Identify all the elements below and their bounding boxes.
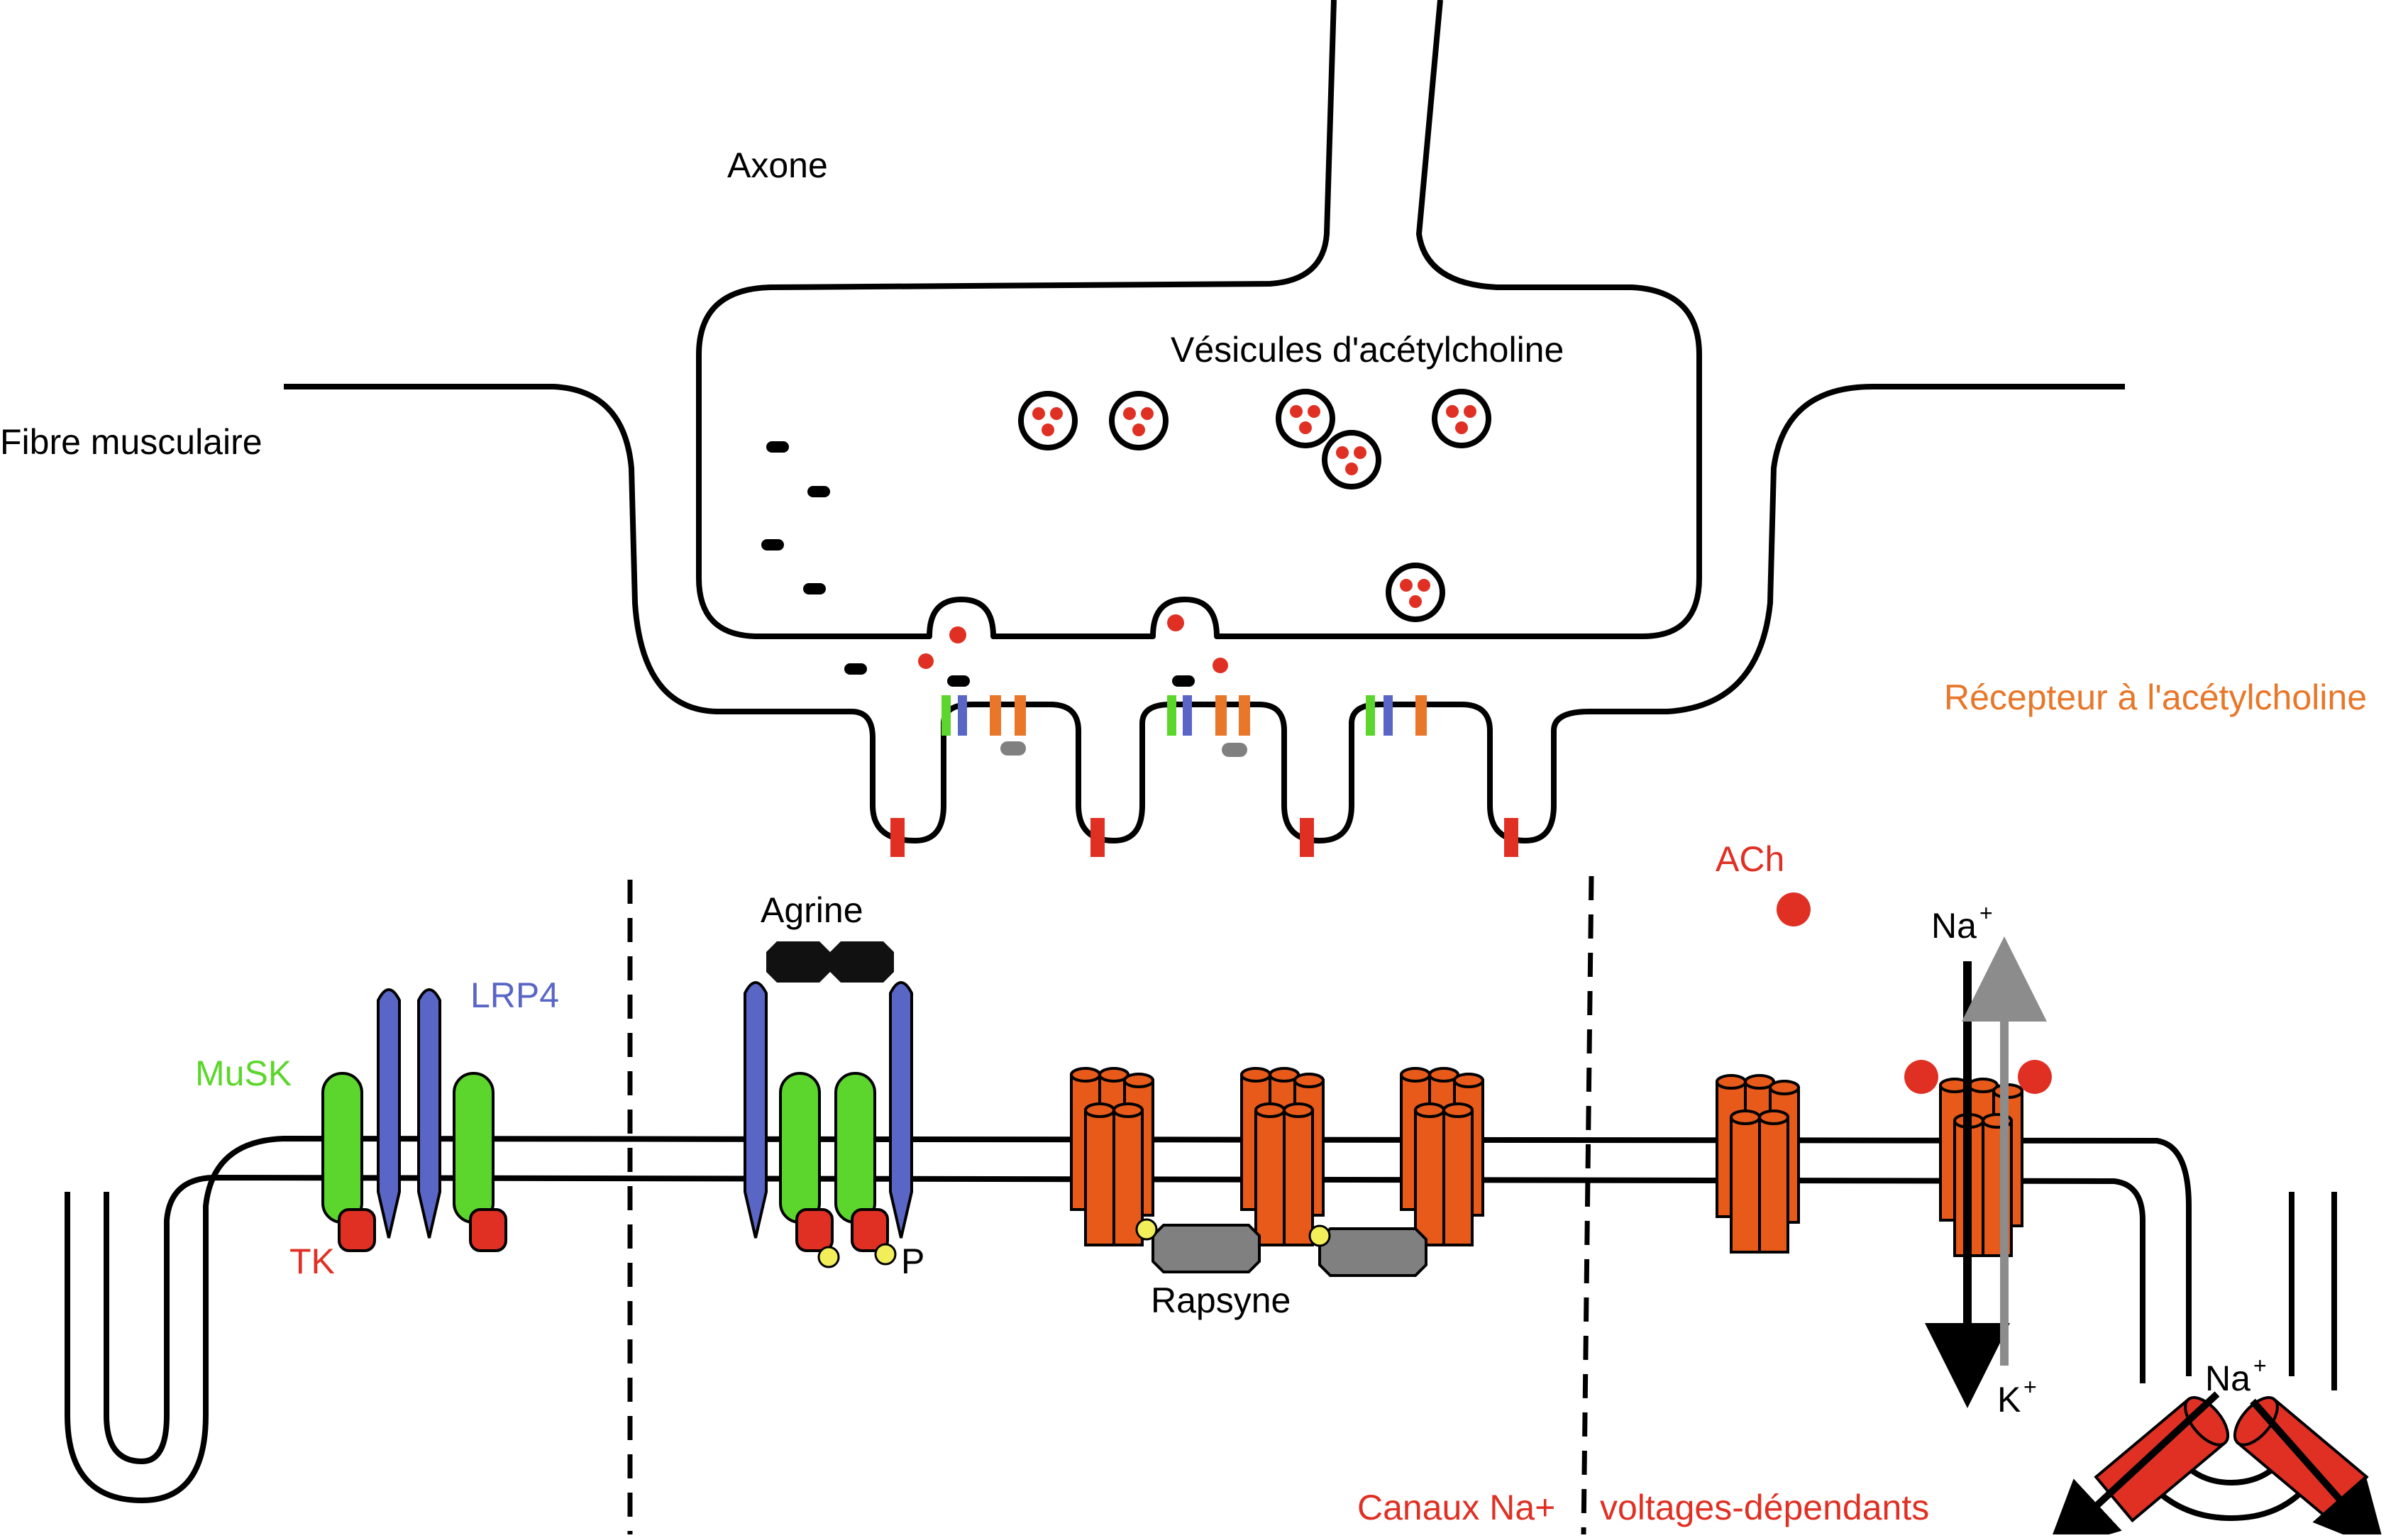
- arrow-icon: [1925, 936, 2047, 1408]
- achr-subunit: [1254, 1109, 1286, 1246]
- agrine-complex: [744, 941, 913, 1268]
- vesicle-icon: [1109, 391, 1169, 450]
- ach-label: ACh: [1716, 839, 1784, 879]
- muscle-fibre-membrane: [284, 384, 2125, 843]
- agrine-dashes: [761, 441, 1195, 687]
- fibre-musculaire-label: Fibre musculaire: [0, 422, 263, 462]
- achr-subunit-top: [1283, 1102, 1314, 1118]
- achr-subunit: [1112, 1109, 1144, 1246]
- ach-molecules: [918, 614, 1228, 673]
- ach-molecule-icon: [1777, 892, 2052, 1094]
- axon-terminal: [696, 0, 1702, 639]
- achr-subunit-top: [1442, 1102, 1474, 1118]
- achr-subunit-top: [1112, 1102, 1144, 1118]
- achr-subunit: [1283, 1109, 1314, 1246]
- achr-subunit-top: [1400, 1067, 1431, 1083]
- achr-channel-icon: [1400, 1067, 1484, 1246]
- achr-subunit: [1442, 1109, 1474, 1246]
- dashed-separators: [627, 875, 1594, 1535]
- achr-channel-icon: [1240, 1067, 1325, 1246]
- svg-text:+: +: [1979, 900, 1993, 926]
- achr-channel-icon: [1716, 1074, 1800, 1254]
- agrine-icon: [766, 941, 894, 983]
- canaux-label: Canaux Na+: [1357, 1488, 1555, 1527]
- achr-clusters: [1070, 1067, 2023, 1277]
- svg-text:Na: Na: [2205, 1359, 2250, 1398]
- rapsyne-icon: [1151, 1224, 1427, 1277]
- na-right-label: Na +: [2205, 1353, 2267, 1398]
- vesicle-icon: [1432, 389, 1491, 448]
- achr-subunit-top: [1414, 1102, 1445, 1118]
- achr-channel-icon: [1939, 1078, 2023, 1257]
- labels: Axone Fibre musculaire Vésicules d'acéty…: [0, 145, 2367, 1527]
- svg-text:K: K: [1997, 1380, 2021, 1420]
- voltages-label: voltages-dépendants: [1600, 1488, 1929, 1527]
- vesicle-icon: [1276, 389, 1335, 448]
- achr-subunit-top: [1716, 1074, 1747, 1090]
- achr-subunit: [1730, 1116, 1761, 1254]
- svg-text:Na: Na: [1931, 906, 1977, 946]
- phosphate-icon: [1135, 1218, 1331, 1247]
- musk-label: MuSK: [195, 1053, 292, 1093]
- svg-text:+: +: [2253, 1353, 2267, 1378]
- vesicules-label: Vésicules d'acétylcholine: [1171, 330, 1564, 370]
- recepteur-label: Récepteur à l'acétylcholine: [1944, 677, 2367, 717]
- achr-subunit: [1414, 1109, 1445, 1246]
- achr-subunit-top: [1084, 1102, 1115, 1118]
- phosphate-icon: [817, 1243, 897, 1268]
- k-bottom-label: K +: [1997, 1374, 2037, 1420]
- rapsyne-label: Rapsyne: [1151, 1280, 1291, 1320]
- achr-subunit-top: [1254, 1102, 1286, 1118]
- achr-subunit-top: [1123, 1073, 1154, 1088]
- achr-subunit-top: [1070, 1067, 1101, 1083]
- achr-channel-icon: [1070, 1067, 1154, 1246]
- lrp4-label: LRP4: [470, 975, 559, 1015]
- p-label: P: [901, 1241, 924, 1281]
- achr-subunit-top: [1240, 1067, 1271, 1083]
- achr-subunit: [1758, 1116, 1789, 1254]
- vesicle-icon: [1322, 430, 1381, 489]
- vesicle-icon: [1018, 391, 1078, 450]
- musk-receptor-icon: [321, 1072, 376, 1252]
- achr-subunit-top: [1730, 1110, 1761, 1125]
- achr-subunit: [1084, 1109, 1115, 1246]
- na-top-label: Na +: [1931, 900, 1993, 946]
- musk-lrp4-complex: [321, 988, 507, 1252]
- vesicles: [1018, 389, 1491, 622]
- agrine-label: Agrine: [761, 890, 863, 930]
- musk-receptor-icon: [453, 1072, 507, 1252]
- tk-label: TK: [289, 1241, 335, 1281]
- fold-receptors: [890, 695, 1518, 857]
- na-channel-icon: [2045, 1391, 2387, 1538]
- axone-label: Axone: [727, 145, 828, 185]
- achr-subunit-top: [1758, 1110, 1789, 1125]
- achr-subunit-top: [1769, 1080, 1800, 1095]
- vesicle-icon: [1386, 563, 1445, 622]
- achr-subunit-top: [1293, 1073, 1325, 1088]
- svg-text:+: +: [2023, 1374, 2037, 1400]
- lrp4-receptor-icon: [377, 988, 441, 1239]
- achr-subunit-top: [1453, 1073, 1484, 1088]
